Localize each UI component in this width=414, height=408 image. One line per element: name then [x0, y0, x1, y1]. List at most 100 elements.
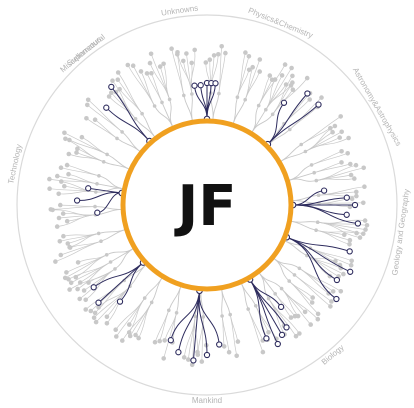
branch-link: [168, 286, 182, 311]
branch-node: [246, 307, 250, 311]
leaf-node: [339, 160, 344, 165]
highlighted-node[interactable]: [190, 357, 197, 364]
branch-node: [256, 103, 261, 108]
leaf-node: [250, 64, 255, 70]
branch-link: [251, 114, 274, 133]
highlighted-link: [206, 83, 216, 120]
leaf-node: [81, 288, 87, 293]
highlighted-node[interactable]: [280, 99, 288, 106]
leaf-node: [283, 82, 289, 87]
leaf-node: [354, 189, 359, 195]
leaf-link: [311, 152, 348, 166]
leaf-node: [62, 275, 68, 281]
highlighted-link: [286, 236, 337, 300]
leaf-node: [109, 90, 114, 95]
leaf-link: [310, 247, 341, 266]
center-logo-text: JF: [173, 174, 236, 239]
leaf-node: [85, 97, 91, 103]
leaf-link: [237, 69, 250, 98]
highlighted-node[interactable]: [175, 349, 182, 356]
leaf-node: [266, 330, 271, 335]
branch-node: [133, 117, 138, 121]
highlighted-node[interactable]: [283, 324, 290, 331]
leaf-link: [77, 254, 107, 263]
branch-node: [105, 152, 109, 157]
category-label-mankind[interactable]: Mankind: [192, 396, 222, 405]
highlighted-node[interactable]: [346, 248, 353, 255]
highlighted-node[interactable]: [263, 335, 270, 342]
highlighted-node[interactable]: [315, 101, 322, 108]
highlighted-node[interactable]: [354, 220, 362, 227]
highlighted-node[interactable]: [212, 80, 219, 87]
highlighted-node[interactable]: [347, 268, 354, 275]
leaf-node: [192, 47, 197, 53]
highlighted-node[interactable]: [116, 298, 124, 305]
leaf-link: [67, 164, 99, 177]
highlighted-node[interactable]: [95, 299, 102, 306]
branch-node: [152, 104, 157, 108]
leaf-node: [60, 211, 66, 216]
highlighted-node[interactable]: [103, 104, 110, 111]
leaf-link: [68, 173, 98, 185]
category-label-astronomy-astrophysics[interactable]: Astronomy&Astrophysics: [351, 66, 403, 148]
branch-node: [297, 266, 302, 271]
branch-node: [315, 220, 320, 224]
highlighted-node[interactable]: [343, 194, 350, 201]
leaf-node: [195, 349, 200, 355]
branch-node: [142, 296, 147, 300]
highlighted-node[interactable]: [94, 209, 101, 216]
highlighted-node[interactable]: [85, 185, 92, 192]
highlighted-node[interactable]: [351, 201, 359, 209]
category-label-physics-chemistry[interactable]: Physics&Chemistry: [247, 6, 314, 40]
leaf-link: [140, 71, 155, 107]
branch-link: [141, 113, 155, 138]
leaf-node: [56, 191, 61, 197]
highlighted-node[interactable]: [216, 341, 223, 348]
leaf-node: [96, 305, 101, 310]
leaf-link: [81, 136, 108, 155]
highlighted-node[interactable]: [333, 295, 340, 303]
branch-node: [270, 112, 275, 117]
highlighted-node[interactable]: [274, 340, 281, 348]
leaf-link: [190, 49, 196, 95]
highlighted-node[interactable]: [277, 303, 285, 311]
branch-node: [273, 292, 278, 296]
leaf-node: [332, 123, 338, 129]
leaf-link: [151, 73, 163, 103]
branch-node: [140, 111, 144, 116]
highlighted-node[interactable]: [304, 90, 311, 97]
leaf-node: [357, 235, 363, 240]
highlighted-node[interactable]: [278, 331, 286, 339]
category-label-miscellaneous[interactable]: Miscellaneous: [58, 35, 103, 74]
leaf-node: [346, 135, 351, 141]
highlighted-branches: [77, 83, 358, 361]
leaf-node: [362, 184, 367, 189]
branch-node: [287, 279, 292, 283]
branch-link: [106, 248, 134, 256]
highlighted-node[interactable]: [191, 82, 198, 89]
highlighted-node[interactable]: [108, 83, 115, 91]
highlighted-node[interactable]: [203, 351, 211, 359]
leaf-node: [162, 338, 167, 343]
branch-link: [212, 93, 220, 120]
highlighted-node[interactable]: [333, 276, 341, 284]
highlighted-node[interactable]: [90, 284, 97, 291]
leaf-node: [126, 330, 132, 335]
leaf-node: [79, 134, 85, 140]
highlighted-node[interactable]: [73, 197, 81, 204]
highlighted-link: [249, 279, 267, 339]
highlighted-node[interactable]: [343, 211, 350, 218]
leaf-node: [91, 315, 97, 321]
branch-link: [241, 283, 249, 310]
category-label-geology-and-geography[interactable]: Geology and Geography: [390, 188, 411, 276]
branch-node: [149, 300, 154, 305]
leaf-link: [258, 64, 286, 106]
leaf-node: [189, 362, 195, 368]
highlighted-node[interactable]: [167, 337, 174, 344]
branch-link: [289, 164, 312, 181]
highlighted-node[interactable]: [320, 187, 328, 194]
leaf-link: [150, 53, 170, 100]
highlighted-node[interactable]: [197, 82, 204, 89]
leaf-node: [234, 353, 239, 359]
branch-link: [144, 277, 163, 299]
